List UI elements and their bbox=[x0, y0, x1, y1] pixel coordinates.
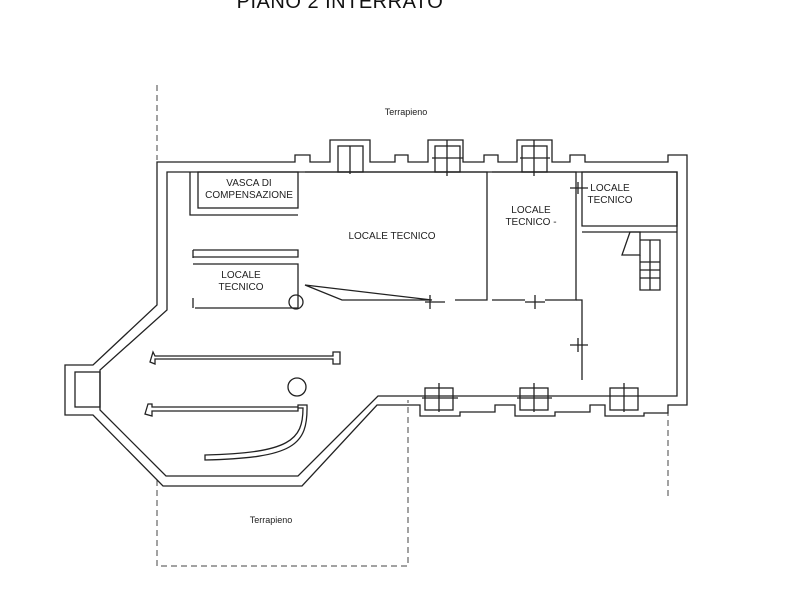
door-marks bbox=[425, 182, 588, 352]
vasca-line2: COMPENSAZIONE bbox=[205, 190, 293, 201]
locale-left-line1: LOCALE bbox=[221, 270, 261, 281]
boundary-bottom-dashed bbox=[156, 400, 409, 567]
inner-wall bbox=[99, 171, 678, 477]
lower-wall-curved bbox=[144, 403, 308, 461]
vasca-line1: VASCA DI bbox=[226, 178, 272, 189]
main-room bbox=[304, 171, 488, 301]
vasca-room bbox=[197, 171, 299, 209]
locale-mid-line2: TECNICO - bbox=[505, 217, 557, 228]
mid-room bbox=[492, 171, 577, 301]
terrapieno-bottom-label: Terrapieno bbox=[249, 515, 293, 525]
bottom-pilasters bbox=[422, 383, 639, 412]
locale-right-line1: LOCALE bbox=[590, 183, 630, 194]
locale-right-line2: TECNICO bbox=[587, 195, 633, 206]
locale-left-line2: TECNICO bbox=[218, 282, 264, 293]
stairs bbox=[621, 231, 661, 291]
lower-wall-1 bbox=[149, 350, 341, 365]
locale-mid-line1: LOCALE bbox=[511, 205, 551, 216]
niche-left bbox=[74, 371, 101, 408]
plan-title: PIANO 2 INTERRATO bbox=[236, 0, 444, 13]
left-partition bbox=[189, 172, 299, 309]
terrapieno-top-label: Terrapieno bbox=[384, 107, 428, 117]
locale-tecnico-main-label: LOCALE TECNICO bbox=[348, 231, 436, 242]
outer-wall bbox=[64, 139, 688, 487]
